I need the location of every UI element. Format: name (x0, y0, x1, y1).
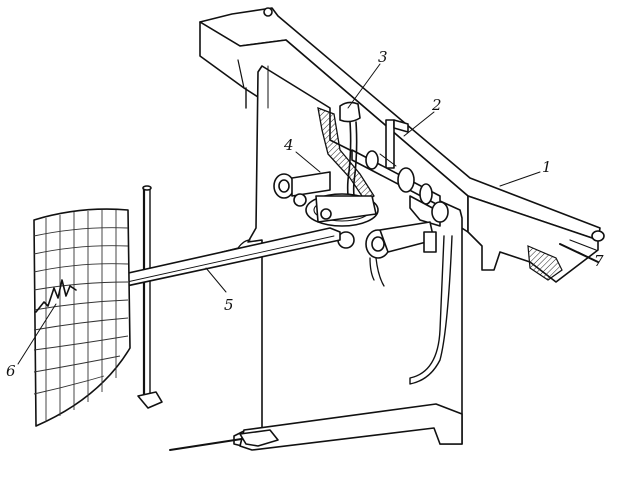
chart-drum (33, 208, 131, 427)
leader-lines (17, 63, 591, 365)
frame-plate (221, 65, 463, 451)
bottom-pointer (169, 429, 279, 451)
label-2: 2 (431, 96, 442, 114)
label-4: 4 (283, 136, 294, 154)
upper-mechanism (351, 119, 449, 227)
figure-labels: 1 2 3 4 5 6 7 (6, 48, 604, 380)
vertical-guide-rod (137, 185, 163, 409)
label-7: 7 (594, 252, 604, 270)
label-1: 1 (542, 158, 552, 176)
label-3: 3 (378, 48, 388, 66)
label-5: 5 (224, 296, 234, 314)
label-6: 6 (6, 362, 16, 380)
